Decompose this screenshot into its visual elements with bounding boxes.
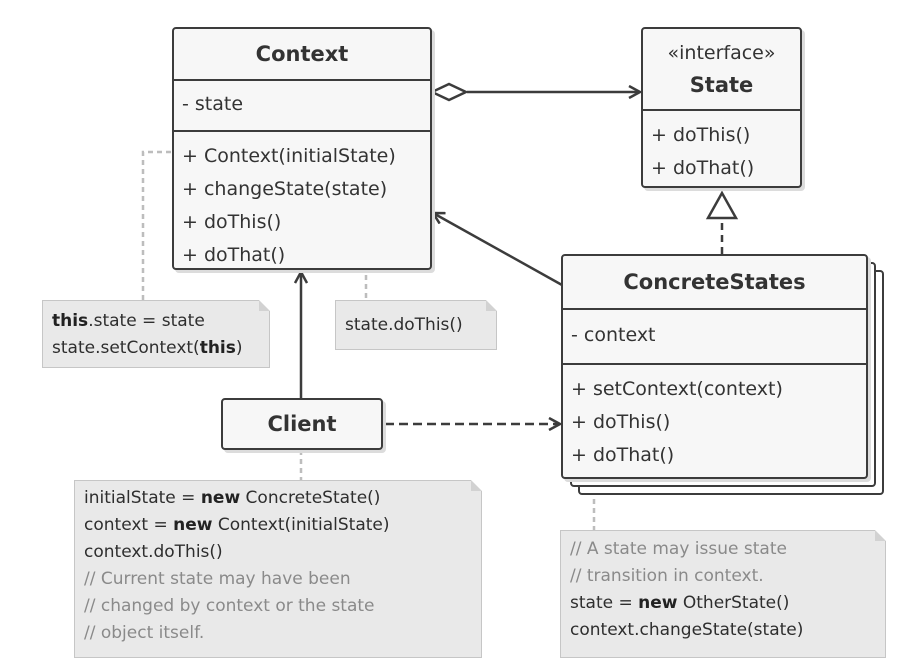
note-connector-ctor [141, 150, 180, 300]
note-concrete-line2: context.changeState(state) [570, 620, 804, 640]
note-dothis-text: state.doThis() [345, 315, 463, 335]
realization-triangle [705, 190, 739, 220]
context-method-dothat: + doThat() [182, 244, 286, 266]
state-interface-header: «interface» State [643, 29, 800, 109]
context-fields: - state [174, 79, 430, 130]
state-method-dothat: + doThat() [651, 157, 755, 179]
note-client-code: initialState = new ConcreteState() conte… [74, 480, 482, 658]
context-method-ctor: + Context(initialState) [182, 145, 396, 167]
note-ctor-line1: this.state = state [52, 311, 205, 331]
note-client-line3: context.doThis() [84, 542, 223, 562]
note-client-line1: initialState = new ConcreteState() [84, 488, 381, 508]
note-concrete-line1: state = new OtherState() [570, 593, 790, 613]
state-stereotype: «interface» [667, 42, 776, 64]
concrete-field-context: - context [571, 324, 656, 346]
concrete-fields: - context [563, 308, 866, 363]
client-class[interactable]: Client [221, 398, 383, 450]
note-concrete-comment1: // A state may issue state [570, 539, 787, 559]
note-client-comment2: // changed by context or the state [84, 596, 375, 616]
context-class[interactable]: Context - state + Context(initialState) … [172, 27, 432, 270]
context-class-title: Context [255, 42, 349, 66]
note-concrete-comment2: // transition in context. [570, 566, 764, 586]
note-context-constructor: this.state = state state.setContext(this… [42, 300, 270, 368]
concrete-method-dothat: + doThat() [571, 444, 675, 466]
note-client-comment3: // object itself. [84, 623, 205, 643]
context-method-changestate: + changeState(state) [182, 178, 388, 200]
concrete-methods: + setContext(context) + doThis() + doTha… [563, 363, 866, 472]
note-ctor-line2: state.setContext(this) [52, 338, 243, 358]
client-title: Client [267, 412, 337, 436]
note-concrete-code: // A state may issue state // transition… [560, 530, 886, 658]
state-method-dothis: + doThis() [651, 124, 751, 146]
context-field-state: - state [182, 93, 244, 115]
state-interface[interactable]: «interface» State + doThis() + doThat() [641, 27, 802, 188]
state-title: State [689, 73, 754, 97]
context-method-dothis: + doThis() [182, 211, 282, 233]
concrete-method-dothis: + doThis() [571, 411, 671, 433]
aggregation-diamond [429, 82, 469, 102]
note-client-comment1: // Current state may have been [84, 569, 351, 589]
concrete-states-class[interactable]: ConcreteStates - context + setContext(co… [561, 254, 868, 479]
association-line-concrete-context [433, 213, 563, 287]
context-methods: + Context(initialState) + changeState(st… [174, 130, 430, 272]
note-dothis: state.doThis() [335, 300, 497, 350]
note-client-line2: context = new Context(initialState) [84, 515, 390, 535]
concrete-method-setcontext: + setContext(context) [571, 378, 783, 400]
concrete-states-title: ConcreteStates [623, 270, 806, 294]
state-methods: + doThis() + doThat() [643, 109, 800, 185]
